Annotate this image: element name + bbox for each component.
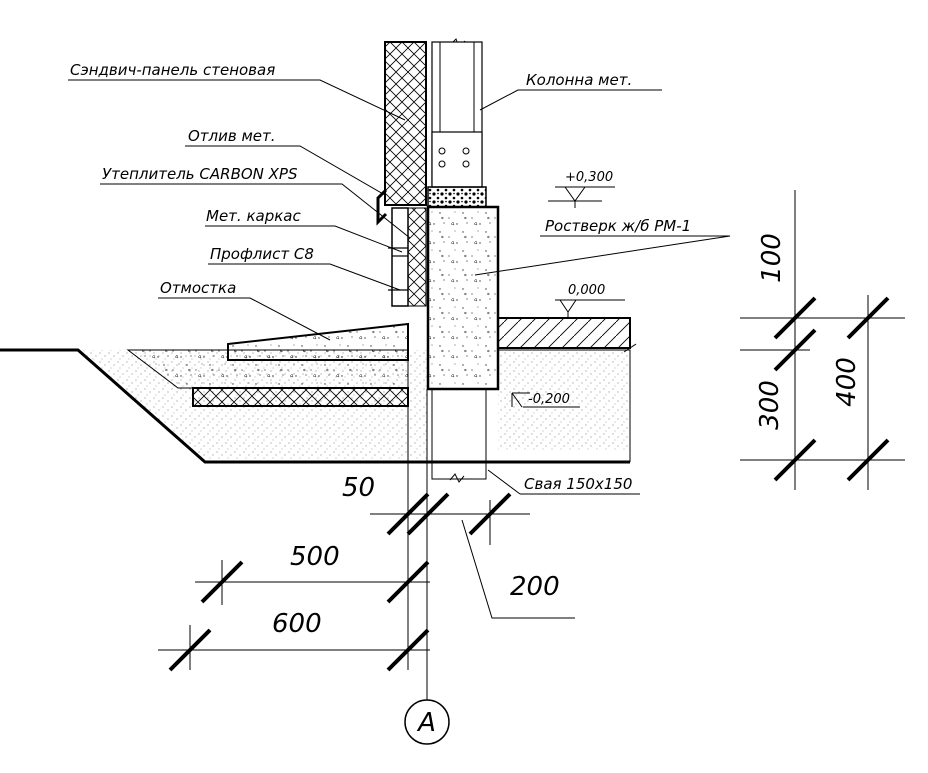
label-insulation: Утеплитель CARBON XPS — [102, 165, 298, 183]
sandwich-panel — [384, 41, 427, 206]
floor-slab — [497, 317, 631, 349]
label-grillage: Ростверк ж/б РМ-1 — [545, 217, 691, 235]
leaders — [68, 79, 731, 495]
label-profile-sheet: Профлист С8 — [210, 245, 314, 263]
pile-break-mark — [449, 473, 465, 483]
grillage-rm1 — [426, 205, 500, 391]
axis-label: А — [416, 708, 436, 738]
dim-200: 200 — [510, 572, 560, 602]
dim-50: 50 — [342, 473, 375, 503]
ground-contour — [0, 348, 630, 464]
metal-frame — [391, 207, 409, 307]
label-flashing: Отлив мет. — [188, 127, 276, 145]
level-top: +0,300 — [565, 170, 613, 185]
label-pile: Свая 150х150 — [524, 475, 632, 493]
dim-100: 100 — [757, 233, 787, 283]
label-frame: Мет. каркас — [206, 207, 301, 225]
label-column: Колонна мет. — [526, 71, 632, 89]
pile — [431, 388, 487, 480]
dim-300: 300 — [755, 380, 785, 430]
level-ground: 0,000 — [568, 283, 605, 298]
blind-area — [227, 322, 409, 361]
horizontal-dimensions — [158, 380, 575, 672]
xps-board — [192, 387, 409, 407]
label-blind-area: Отмостка — [160, 279, 236, 297]
grout-layer — [427, 186, 487, 208]
dim-500: 500 — [290, 542, 340, 572]
sand-right-contour — [498, 349, 631, 462]
floor-break — [623, 343, 637, 353]
level-bottom: -0,200 — [528, 392, 570, 407]
label-sandwich-panel: Сэндвич-панель стеновая — [70, 61, 275, 79]
level-markers — [511, 186, 625, 408]
base-plate — [431, 131, 483, 188]
vertical-dimensions — [740, 190, 905, 490]
axis-bubble — [404, 699, 450, 745]
dim-600: 600 — [272, 609, 322, 639]
dim-400: 400 — [832, 357, 862, 407]
metal-flashing — [376, 188, 388, 226]
sand-fill-right — [498, 350, 630, 450]
